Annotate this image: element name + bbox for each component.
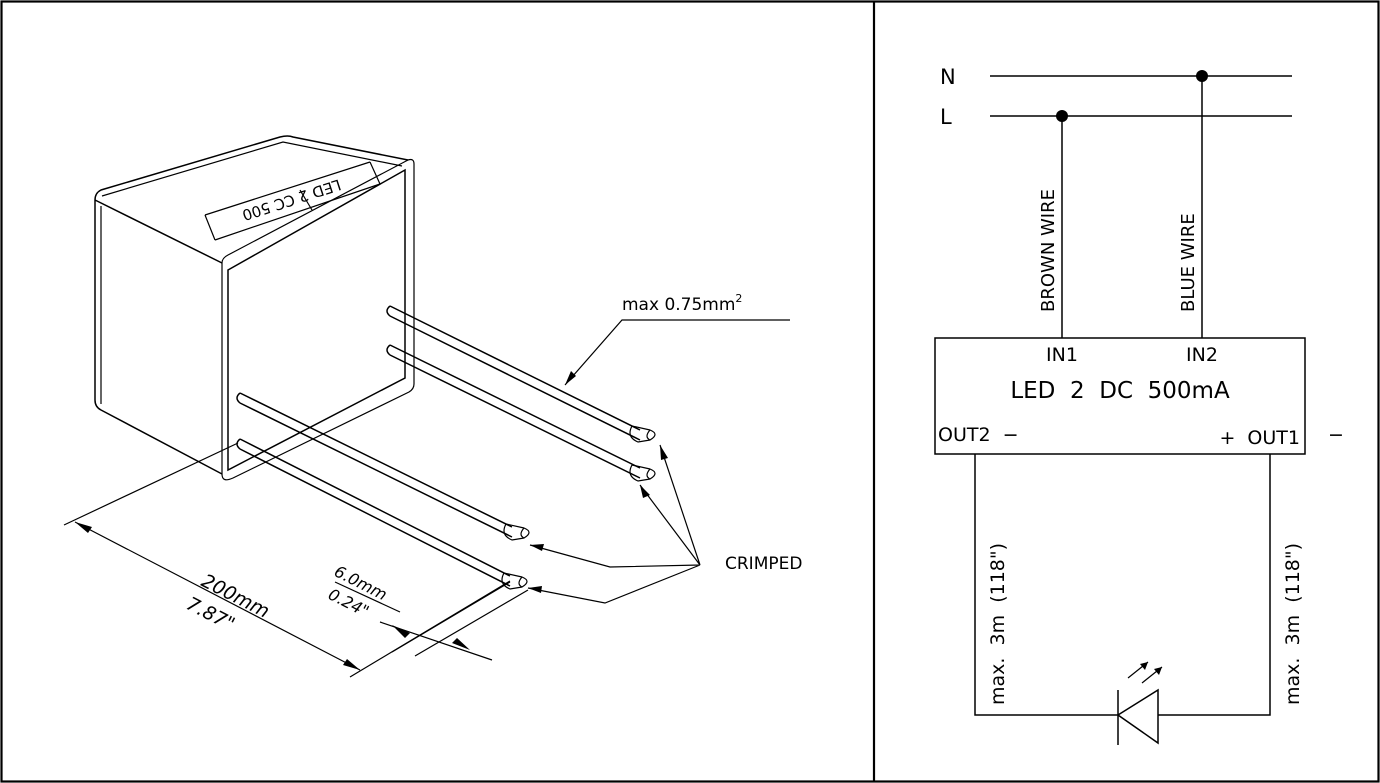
module-front-face (227, 168, 406, 472)
crimp-tip-2 (629, 464, 656, 482)
crimp-tip-1 (629, 425, 656, 443)
driver-name: LED 2 DC 500mA (1010, 378, 1230, 404)
wire-3 (239, 392, 513, 538)
label-band-ends (204, 161, 381, 241)
out1-minus: − (1328, 424, 1344, 446)
module-top-inner (101, 141, 403, 197)
in2-label: IN2 (1186, 344, 1218, 366)
module-left-face (94, 199, 223, 475)
wire-spec-leader (564, 319, 790, 386)
module-front-bezel (221, 158, 415, 481)
brown-wire-label: BROWN WIRE (1038, 189, 1059, 312)
out1-label: + OUT1 (1219, 427, 1300, 449)
wire-2 (389, 344, 641, 479)
crimp-tip-3 (503, 523, 530, 541)
led-icon (1116, 661, 1163, 745)
crimp-tip-4 (501, 572, 528, 590)
crimped-leaders (527, 444, 701, 604)
cable-length-right: max. 3m (118") (1282, 543, 1304, 705)
strip-dimension (334, 581, 529, 661)
label-l: L (940, 105, 952, 129)
driver-box (934, 337, 1306, 455)
output-loop (974, 454, 1271, 716)
label-band-lines (204, 161, 381, 241)
label-n: N (940, 65, 956, 89)
module-isometric (94, 135, 415, 481)
wire-4 (239, 438, 511, 587)
crimped-label: CRIMPED (725, 554, 802, 574)
wire-spec-text: max 0.75mm2 (622, 292, 742, 315)
length-dimension (63, 442, 511, 678)
out2-label: OUT2 − (938, 424, 1019, 446)
wires (236, 305, 656, 590)
module-label-text: LED 2 CC 500 (240, 175, 343, 224)
blue-wire-label: BLUE WIRE (1178, 213, 1199, 312)
in1-label: IN1 (1046, 344, 1078, 366)
cable-length-left: max. 3m (118") (987, 543, 1009, 705)
supply-lines (990, 70, 1292, 338)
module-top-face (94, 135, 409, 201)
wire-1 (389, 305, 641, 441)
